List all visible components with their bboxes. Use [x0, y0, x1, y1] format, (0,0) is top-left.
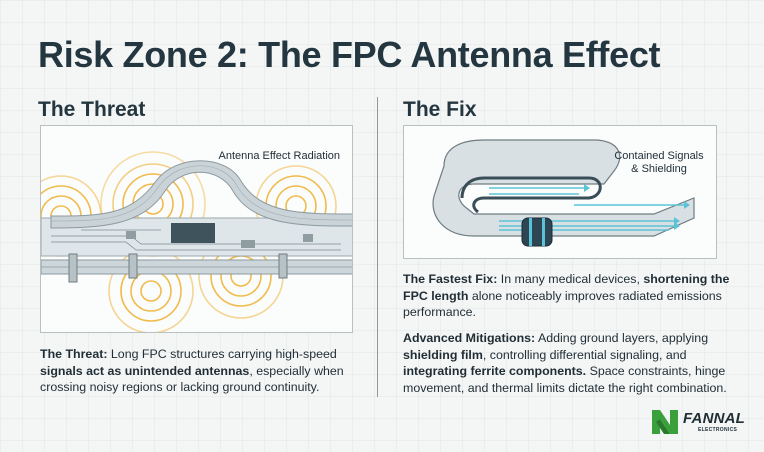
threat-heading: The Threat — [38, 98, 146, 121]
fix-diagram: Contained Signals & Shielding — [403, 125, 717, 259]
threat-text-bold: signals act as unintended antennas — [40, 363, 250, 378]
threat-diagram: Antenna Effect Radiation — [40, 125, 353, 333]
threat-text-part2: , especially when crossing noisy regions… — [40, 363, 344, 395]
advanced-mitigations-bold1: shielding film — [403, 347, 483, 362]
shielded-fpc-illustration — [432, 139, 695, 247]
fix-heading: The Fix — [403, 98, 477, 121]
contained-signals-label-line1: Contained Signals — [614, 150, 704, 162]
column-divider — [377, 97, 378, 397]
threat-text-part1: Long FPC structures carrying high-speed — [107, 347, 337, 361]
advanced-mitigations-part2: , controlling differential signaling, an… — [482, 347, 687, 362]
fastest-fix-paragraph: The Fastest Fix: In many medical devices… — [403, 271, 733, 321]
advanced-mitigations-lead: Advanced Mitigations: — [403, 331, 536, 345]
fannal-logo-icon — [652, 410, 678, 434]
advanced-mitigations-part1: Adding ground layers, applying — [535, 331, 709, 345]
fastest-fix-bold: shortening the FPC length — [403, 272, 730, 303]
logo-name: FANNAL — [683, 410, 746, 427]
threat-description: The Threat: Long FPC structures carrying… — [40, 346, 360, 396]
antenna-radiation-label: Antenna Effect Radiation — [218, 150, 341, 162]
fastest-fix-lead: The Fastest Fix: — [403, 272, 498, 286]
antenna-radiation-illustration — [41, 151, 352, 332]
advanced-mitigations-part3: Space constraints, hinge movement, and t… — [403, 364, 727, 395]
fastest-fix-part2: alone noticeably improves radiated emiss… — [403, 288, 722, 320]
fannal-logo: FANNAL ELECTRONICS — [650, 407, 750, 437]
logo-subtitle: ELECTRONICS — [698, 427, 738, 433]
advanced-mitigations-paragraph: Advanced Mitigations: Adding ground laye… — [403, 330, 733, 396]
page-title: Risk Zone 2: The FPC Antenna Effect — [38, 34, 661, 75]
contained-signals-label-line2: & Shielding — [631, 163, 687, 175]
fastest-fix-part1: In many medical devices, — [497, 272, 644, 286]
contained-signals-label: Contained Signals & Shielding — [614, 150, 704, 176]
threat-lead: The Threat: — [40, 347, 108, 361]
advanced-mitigations-bold2: integrating ferrite components. — [403, 364, 587, 378]
